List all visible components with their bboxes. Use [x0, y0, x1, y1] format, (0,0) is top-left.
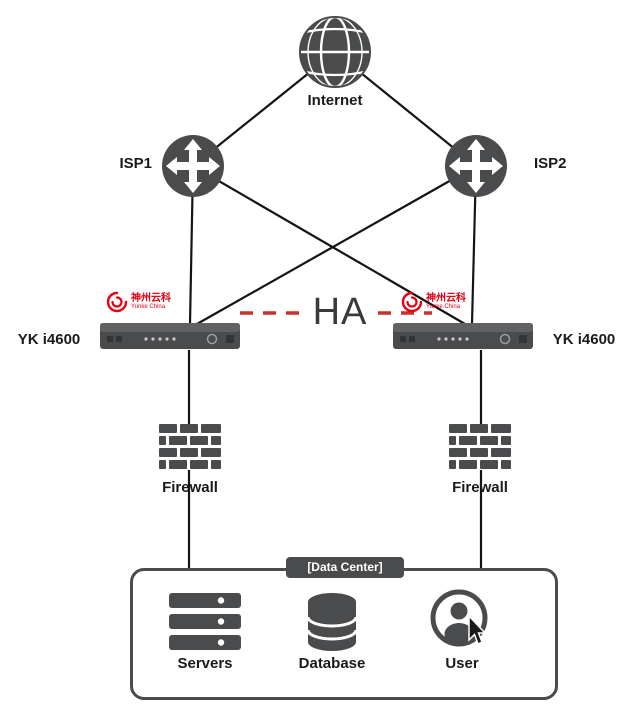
isp2-label: ISP2 [534, 155, 567, 172]
link-isp1-device-right [192, 165, 466, 325]
user-icon [429, 588, 493, 652]
brand-name-en: Yunke China [426, 304, 461, 310]
firewall-left-icon [159, 424, 221, 472]
firewall-right-label: Firewall [452, 479, 508, 496]
adc-appliance-left-label: YK i4600 [17, 331, 81, 348]
database-label: Database [298, 655, 366, 672]
brand-name-cn: 神州云科 [426, 293, 466, 304]
yunke-swirl-icon [106, 291, 128, 313]
firewall-left-label: Firewall [162, 479, 218, 496]
cursor-arrow-icon [468, 614, 487, 646]
adc-appliance-left-icon [100, 320, 240, 352]
adc-appliance-right-icon [393, 320, 533, 352]
yunke-brand-right: 神州云科 Yunke China [401, 291, 466, 313]
adc-appliance-right-label: YK i4600 [552, 331, 616, 348]
internet-globe-icon [297, 14, 373, 90]
yunke-brand-left: 神州云科 Yunke China [106, 291, 171, 313]
brand-name-cn: 神州云科 [131, 293, 171, 304]
link-isp2-device-left [196, 165, 477, 325]
servers-label: Servers [177, 655, 233, 672]
ha-link-label: HA [303, 288, 377, 336]
database-icon [306, 592, 358, 654]
user-label: User [445, 655, 479, 672]
internet-label: Internet [307, 92, 363, 109]
isp1-label: ISP1 [119, 155, 152, 172]
isp2-router-icon [443, 133, 509, 199]
brand-name-en: Yunke China [131, 304, 166, 310]
yunke-swirl-icon [401, 291, 423, 313]
servers-icon [169, 593, 241, 651]
isp1-router-icon [160, 133, 226, 199]
firewall-right-icon [449, 424, 511, 472]
datacenter-badge: [Data Center] [286, 557, 404, 578]
